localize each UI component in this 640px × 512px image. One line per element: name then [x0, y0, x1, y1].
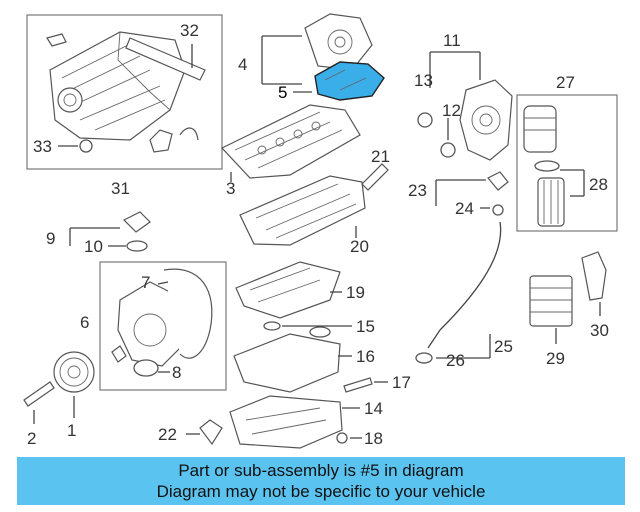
crank-bolt-small	[111, 345, 127, 363]
callout-33: 33	[33, 137, 52, 156]
callout-29: 29	[546, 349, 565, 368]
callout-18: 18	[364, 429, 383, 448]
part-8-seal	[133, 359, 159, 377]
dipstick-cap	[487, 171, 509, 191]
callout-30: 30	[590, 321, 609, 340]
oil-filter-housing	[523, 105, 557, 153]
front-cover	[117, 281, 185, 367]
banner-line-part-info: Part or sub-assembly is #5 in diagram	[178, 461, 464, 480]
callout-31: 31	[111, 179, 130, 198]
oil-pan	[229, 395, 343, 449]
callout-12: 12	[442, 101, 461, 120]
cylinder-head	[239, 175, 366, 246]
callout-5-highlighted: 5	[278, 83, 287, 102]
o-ring-15a	[263, 321, 281, 331]
vacuum-pump	[304, 13, 373, 71]
oil-baffle	[235, 261, 341, 319]
seal-12	[440, 142, 456, 158]
part-17-strip	[343, 377, 373, 393]
part-21-plate	[361, 163, 389, 191]
part-30-gasket	[581, 251, 607, 301]
callout-1: 1	[67, 421, 76, 440]
seal-13	[417, 112, 433, 128]
parts-diagram: 32 33 31 4 5 3 11 13 12 27 28 21 20 23 2…	[23, 13, 618, 449]
callout-7: 7	[141, 273, 150, 292]
part-18-plug	[336, 432, 348, 444]
info-banner: Part or sub-assembly is #5 in diagram Di…	[17, 457, 625, 505]
part-5-cover-gasket-highlighted	[314, 61, 385, 101]
o-ring-15b	[309, 326, 331, 338]
callout-16: 16	[356, 347, 375, 366]
callout-25: 25	[494, 337, 513, 356]
part-26-seal	[415, 352, 433, 364]
crank-pulley	[53, 351, 95, 393]
part-16-oil-pan-gasket	[233, 333, 341, 393]
oil-cooler	[529, 275, 573, 327]
banner-line-disclaimer: Diagram may not be specific to your vehi…	[156, 482, 486, 501]
front-cover-frame	[99, 261, 227, 391]
callout-24: 24	[455, 199, 474, 218]
part-7-gasket	[163, 268, 213, 359]
dipstick-tube	[427, 221, 502, 349]
manifold-o-ring	[79, 139, 93, 153]
callout-17: 17	[392, 373, 411, 392]
manifold-hose	[179, 127, 199, 141]
filter-o-ring	[534, 160, 560, 172]
callout-27: 27	[556, 73, 575, 92]
callout-20: 20	[350, 237, 369, 256]
manifold-bracket	[46, 33, 67, 47]
intake-manifold	[49, 31, 186, 141]
timing-cover	[459, 79, 513, 161]
callout-10: 10	[84, 237, 103, 256]
part-24-washer	[492, 204, 504, 216]
callout-19: 19	[346, 283, 365, 302]
callout-28: 28	[589, 175, 608, 194]
manifold-gasket	[125, 37, 206, 81]
cylinder-head-cover	[221, 104, 361, 179]
manifold-sensor	[149, 129, 173, 153]
intake-manifold-frame	[26, 14, 223, 170]
callout-26: 26	[446, 351, 465, 370]
oil-filter-element	[537, 177, 565, 227]
oil-filler-cap	[122, 211, 151, 233]
callout-13: 13	[414, 71, 433, 90]
part-22-sensor	[199, 419, 223, 446]
callout-23: 23	[408, 181, 427, 200]
part-2-bolt	[23, 381, 55, 407]
callout-21: 21	[371, 147, 390, 166]
callout-32: 32	[180, 21, 199, 40]
callout-9: 9	[46, 229, 55, 248]
part-10-seal	[126, 240, 148, 252]
callout-11: 11	[443, 31, 461, 50]
callout-4: 4	[238, 55, 247, 74]
callout-2: 2	[27, 429, 36, 448]
callout-14: 14	[364, 399, 383, 418]
callout-22: 22	[158, 425, 177, 444]
callout-15: 15	[356, 317, 375, 336]
callout-8: 8	[172, 363, 181, 382]
callout-3: 3	[226, 179, 235, 198]
callout-6: 6	[80, 313, 89, 332]
oil-filter-frame	[516, 94, 618, 232]
